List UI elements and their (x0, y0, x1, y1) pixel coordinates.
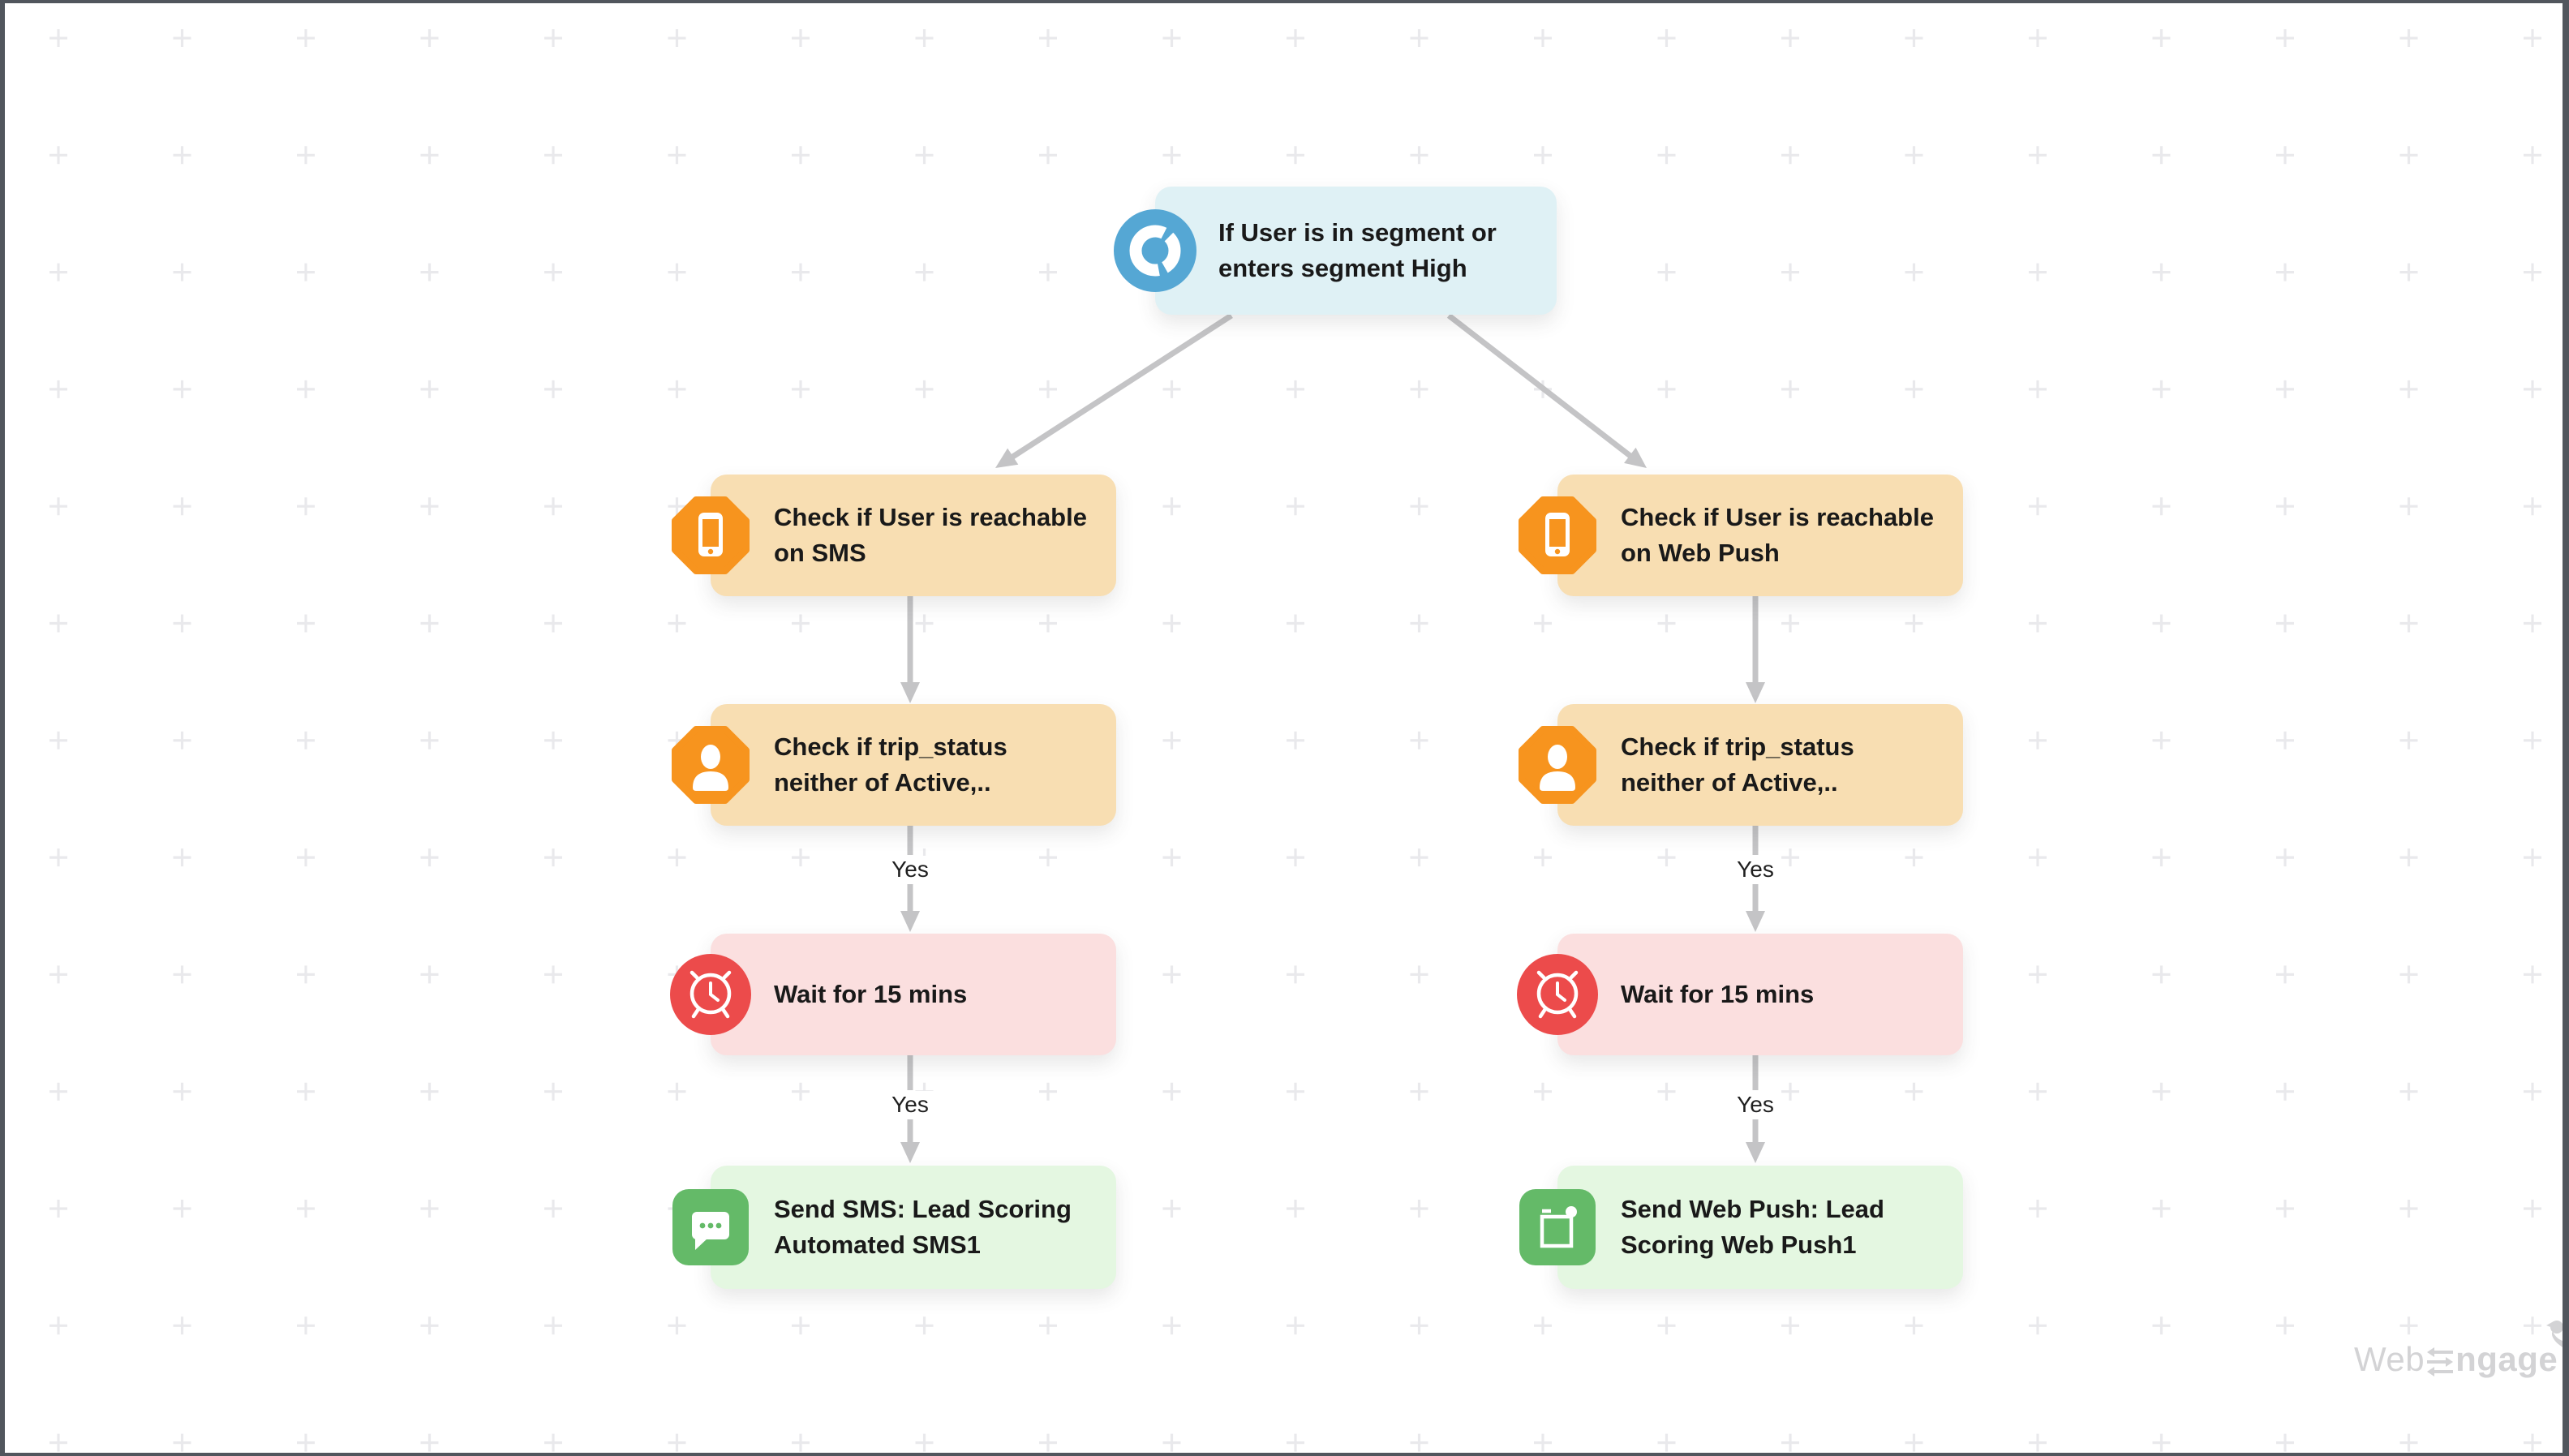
send-webpush-node[interactable]: Send Web Push: Lead Scoring Web Push1 (1519, 1166, 1963, 1289)
plus-grid-pattern (49, 29, 2541, 1452)
node-label: Wait for 15 mins (1557, 977, 1828, 1012)
webengage-watermark: Web ngage (2354, 1321, 2569, 1379)
webengage-arrows-icon (2427, 1347, 2454, 1377)
webengage-bird-icon (2546, 1321, 2569, 1352)
node-label-line1: Check if trip_status (1621, 732, 1854, 761)
node-label-line2: on Web Push (1621, 539, 1780, 567)
node-label-line2: enters segment High (1218, 254, 1467, 282)
watermark-ngage-text: ngage (2455, 1340, 2558, 1378)
node-label: Check if User is reachable on Web Push (1557, 500, 1948, 571)
check-trip-status-sms-node[interactable]: Check if trip_status neither of Active,.… (672, 704, 1116, 826)
webpush-window-icon (1519, 1189, 1596, 1265)
wait-sms-node[interactable]: Wait for 15 mins (670, 934, 1116, 1055)
wait-clock-icon (1517, 954, 1598, 1035)
node-label-line1: Check if trip_status (774, 732, 1007, 761)
node-label-line1: Check if User is reachable (774, 503, 1087, 531)
arrowheads (900, 447, 1765, 1163)
segment-icon (1114, 209, 1196, 292)
node-label: Send Web Push: Lead Scoring Web Push1 (1557, 1192, 1899, 1263)
node-label: Check if User is reachable on SMS (711, 500, 1102, 571)
trigger-node-segment[interactable]: If User is in segment or enters segment … (1114, 187, 1557, 315)
send-sms-node[interactable]: Send SMS: Lead Scoring Automated SMS1 (672, 1166, 1116, 1289)
edge-label-yes: Yes (1732, 856, 1779, 883)
wait-webpush-node[interactable]: Wait for 15 mins (1517, 934, 1963, 1055)
watermark-web-text: Web (2354, 1340, 2425, 1378)
node-label-line1: Wait for 15 mins (774, 980, 968, 1008)
edge-label-yes: Yes (887, 856, 934, 883)
edge-label-yes: Yes (1732, 1091, 1779, 1119)
node-label: Wait for 15 mins (711, 977, 982, 1012)
edge-label-yes: Yes (887, 1091, 934, 1119)
node-label-line1: Wait for 15 mins (1621, 980, 1815, 1008)
check-sms-reachability-node[interactable]: Check if User is reachable on SMS (672, 475, 1116, 596)
node-label-line1: If User is in segment or (1218, 218, 1497, 247)
node-label-line2: on SMS (774, 539, 866, 567)
user-attribute-icon (672, 726, 750, 804)
node-label: Send SMS: Lead Scoring Automated SMS1 (711, 1192, 1086, 1263)
check-webpush-reachability-node[interactable]: Check if User is reachable on Web Push (1519, 475, 1963, 596)
wait-clock-icon (670, 954, 751, 1035)
sms-reachability-icon (672, 496, 750, 574)
node-label-line2: neither of Active,.. (774, 768, 991, 797)
webpush-reachability-icon (1519, 496, 1596, 574)
node-label-line1: Send SMS: Lead Scoring (774, 1195, 1072, 1223)
node-label: Check if trip_status neither of Active,.… (1557, 729, 1869, 801)
node-label: Check if trip_status neither of Active,.… (711, 729, 1022, 801)
node-label-line2: Automated SMS1 (774, 1231, 981, 1259)
node-label-line2: neither of Active,.. (1621, 768, 1838, 797)
node-label: If User is in segment or enters segment … (1155, 215, 1511, 286)
node-label-line2: Scoring Web Push1 (1621, 1231, 1857, 1259)
user-attribute-icon (1519, 726, 1596, 804)
check-trip-status-webpush-node[interactable]: Check if trip_status neither of Active,.… (1519, 704, 1963, 826)
edges (907, 313, 1759, 1144)
node-label-line1: Send Web Push: Lead (1621, 1195, 1884, 1223)
node-label-line1: Check if User is reachable (1621, 503, 1934, 531)
sms-message-icon (672, 1189, 749, 1265)
